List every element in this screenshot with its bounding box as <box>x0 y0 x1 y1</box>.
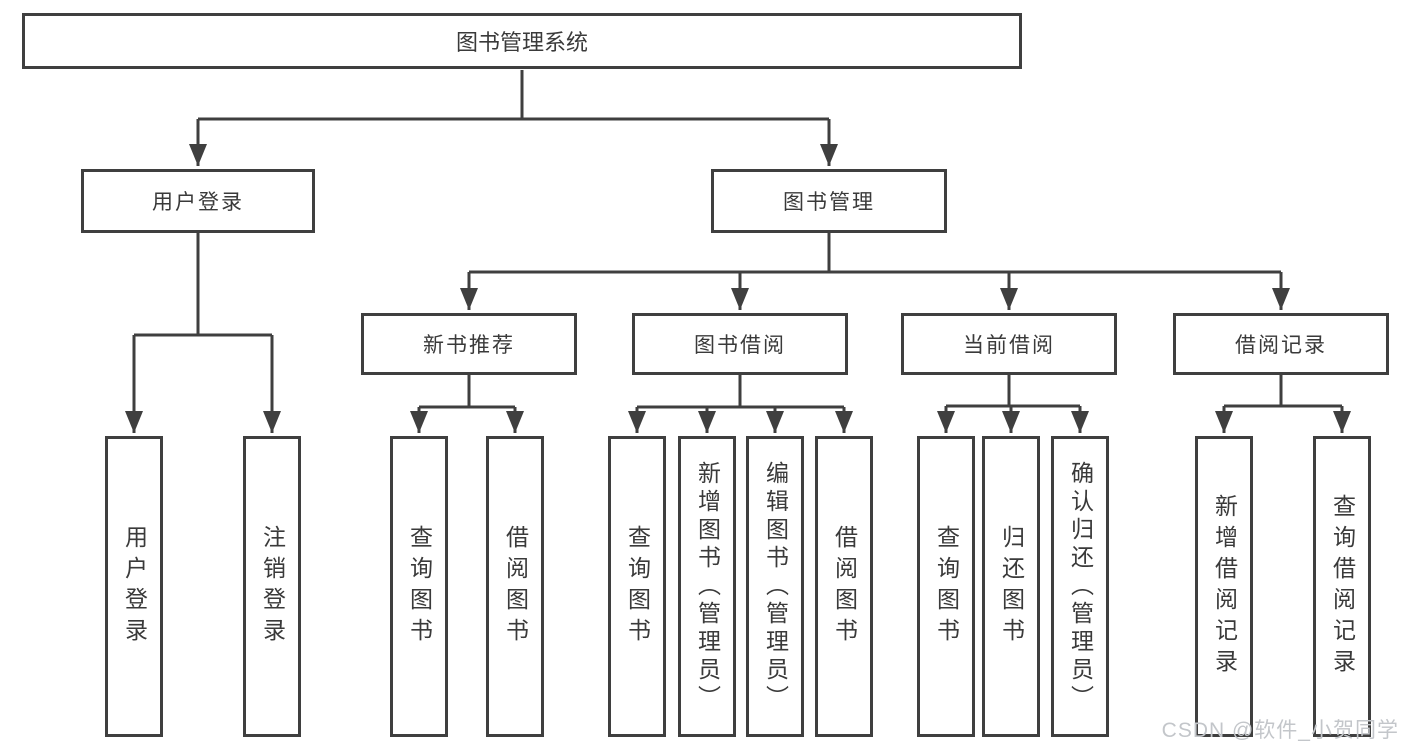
node-return-book: 归还图书 <box>982 436 1040 737</box>
node-library-system: 图书管理系统 <box>22 13 1022 69</box>
node-book-management: 图书管理 <box>711 169 947 233</box>
node-query-books-current: 查询图书 <box>917 436 975 737</box>
node-borrow-book-recommend: 借阅图书 <box>486 436 544 737</box>
node-label: 确认归还（管理员） <box>1067 460 1094 713</box>
node-label: 图书管理系统 <box>455 30 588 55</box>
node-label: 借阅图书 <box>831 524 858 649</box>
node-label: 图书管理 <box>783 191 875 214</box>
node-label: 借阅记录 <box>1235 334 1327 357</box>
node-label: 注销登录 <box>259 524 286 649</box>
node-label: 借阅图书 <box>502 524 529 649</box>
node-user-login-leaf: 用户登录 <box>105 436 163 737</box>
node-add-book-admin: 新增图书（管理员） <box>678 436 736 737</box>
node-current-borrowing: 当前借阅 <box>901 313 1117 375</box>
connector-user-login-trunk <box>134 233 272 337</box>
node-label: 图书借阅 <box>694 334 786 357</box>
connector-book-borrowing-trunk <box>637 375 844 409</box>
connector-current-borrowing-trunk <box>946 375 1080 408</box>
node-label: 归还图书 <box>998 524 1025 649</box>
node-label: 用户登录 <box>121 524 148 649</box>
connector-new-book-trunk <box>419 375 515 409</box>
node-label: 新增图书（管理员） <box>694 460 721 713</box>
node-label: 用户登录 <box>152 191 244 214</box>
node-label: 新书推荐 <box>423 334 515 357</box>
node-confirm-return-admin: 确认归还（管理员） <box>1051 436 1109 737</box>
node-query-books-recommend: 查询图书 <box>390 436 448 737</box>
node-book-borrowing: 图书借阅 <box>632 313 848 375</box>
node-borrow-book: 借阅图书 <box>815 436 873 737</box>
node-label: 编辑图书（管理员） <box>762 460 789 713</box>
node-user-login: 用户登录 <box>81 169 315 233</box>
connector-root-trunk <box>198 70 829 121</box>
connector-borrowing-records-trunk <box>1224 375 1342 408</box>
node-label: 新增借阅记录 <box>1211 493 1238 680</box>
node-label: 查询图书 <box>933 524 960 649</box>
node-borrowing-records: 借阅记录 <box>1173 313 1389 375</box>
node-query-books-borrowing: 查询图书 <box>608 436 666 737</box>
node-logout: 注销登录 <box>243 436 301 737</box>
node-label: 查询图书 <box>624 524 651 649</box>
node-label: 查询借阅记录 <box>1329 493 1356 680</box>
connector-book-management-trunk <box>469 233 1281 274</box>
node-add-borrow-record: 新增借阅记录 <box>1195 436 1253 737</box>
node-new-book-recommendation: 新书推荐 <box>361 313 577 375</box>
node-label: 当前借阅 <box>963 334 1055 357</box>
node-label: 查询图书 <box>406 524 433 649</box>
csdn-watermark: CSDN @软件_小贺同学 <box>1161 719 1399 742</box>
node-edit-book-admin: 编辑图书（管理员） <box>746 436 804 737</box>
node-query-borrow-record: 查询借阅记录 <box>1313 436 1371 737</box>
